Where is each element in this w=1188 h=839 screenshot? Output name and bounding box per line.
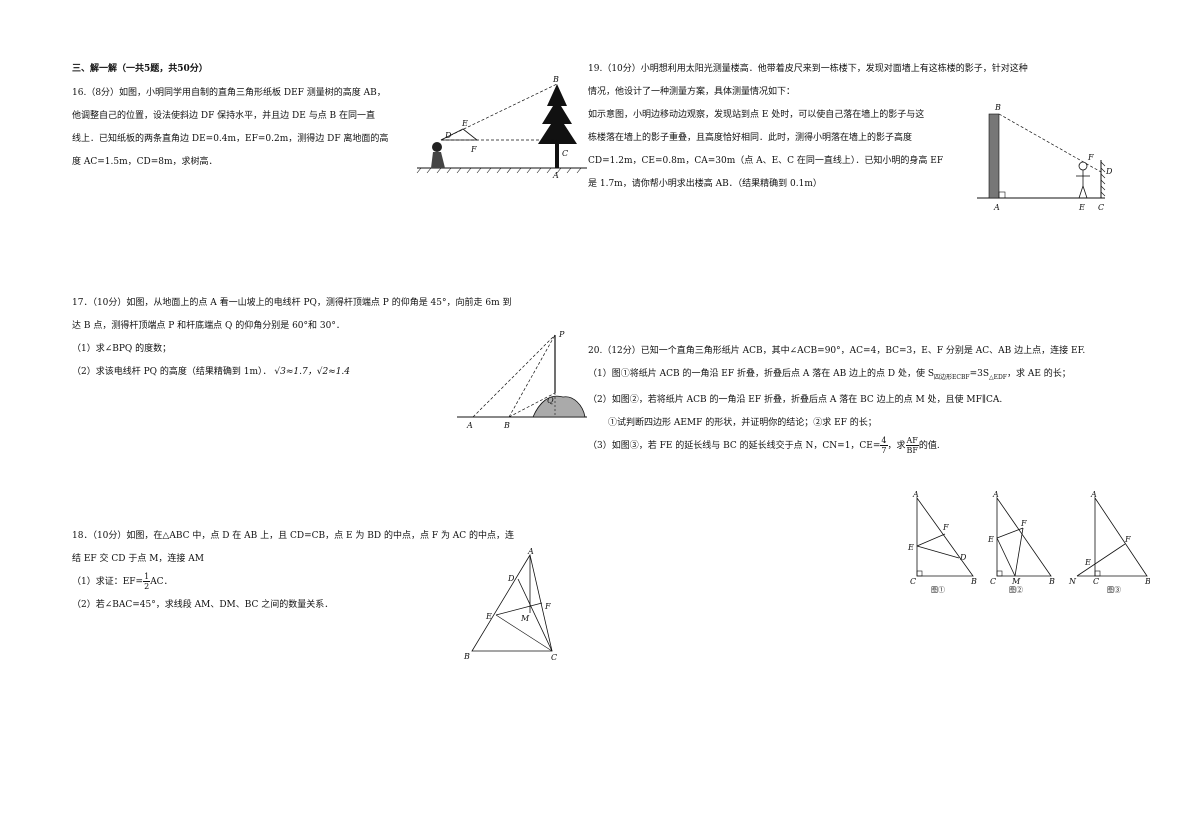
svg-text:P: P [558,330,565,339]
figure-18-triangle: A D E F M B C [463,547,557,662]
q20-line-3: （2）如图②，若将纸片 ACB 的一角沿 EF 折叠，折叠后点 A 落在 BC … [588,394,1003,405]
svg-text:E: E [1084,558,1091,567]
q19-line-2: 情况，他设计了一种测量方案，具体测量情况如下： [588,87,796,97]
svg-text:Q: Q [547,396,554,405]
svg-text:D: D [1105,167,1113,176]
svg-text:A: A [992,490,999,499]
q20-line-2: （1）图①将纸片 ACB 的一角沿 EF 折叠，折叠后点 A 落在 AB 边上的… [588,369,1071,381]
svg-text:B: B [463,652,470,661]
q16-line-4: 度 AC=1.5m，CD=8m，求树高． [72,157,218,167]
svg-text:F: F [1020,519,1027,528]
svg-text:A: A [552,171,559,180]
tree-icon [538,84,577,144]
q18-line-1: 18．（10分）如图，在△ABC 中，点 D 在 AB 上，且 CD=CB，点 … [72,531,515,541]
q18-line-2: 结 EF 交 CD 于点 M，连接 AM [72,554,205,564]
svg-text:F: F [1087,153,1094,162]
q17-line-4: （2）求该电线杆 PQ 的高度（结果精确到 1m）． √3≈1.7，√2≈1.4 [72,367,351,377]
figure-19-building: B F D A E C [977,103,1113,212]
svg-text:D: D [959,553,967,562]
svg-text:B: B [994,103,1001,112]
q18-line-4: （2）若∠BAC=45°，求线段 AM、DM、BC 之间的数量关系． [72,600,334,610]
svg-text:E: E [1078,203,1085,212]
q20-line-4: ①试判断四边形 AEMF 的形状，并证明你的结论；②求 EF 的长； [608,417,877,428]
figure-20-1: A F E D C B 图① [907,490,977,594]
q17-line-1: 17．（10分）如图，从地面上的点 A 看一山坡上的电线杆 PQ，测得杆顶端点 … [72,298,512,308]
building-shape [988,113,1000,199]
svg-text:B: B [552,75,559,84]
svg-text:C: C [990,577,996,586]
q19-line-4: 栋楼落在墙上的影子重叠，且高度恰好相同．此时，测得小明落在墙上的影子高度 [588,133,913,143]
svg-text:B: B [1048,577,1055,586]
svg-text:E: E [461,119,468,128]
svg-text:A: A [1090,490,1097,499]
figure-20-3: A F E N C B 图③ [1068,490,1150,594]
svg-text:E: E [907,543,914,552]
q19-line-6: 是 1.7m，请你帮小明求出楼高 AB．（结果精确到 0.1m） [588,179,822,189]
svg-text:图①: 图① [931,586,945,594]
svg-text:C: C [910,577,916,586]
svg-text:F: F [1124,535,1131,544]
svg-text:N: N [1068,577,1077,586]
svg-text:A: A [527,547,534,556]
svg-text:图②: 图② [1009,586,1023,594]
svg-text:C: C [1098,203,1104,212]
svg-text:C: C [551,653,557,662]
svg-text:M: M [520,614,530,623]
svg-text:M: M [1011,577,1021,586]
q19-line-5: CD=1.2m，CE=0.8m，CA=30m（点 A、E、C 在同一直线上）．已… [588,156,944,166]
question-16: 16.（8分）如图，小明同学用自制的直角三角形纸板 DEF 测量树的高度 AB，… [72,82,388,174]
q16-line-3: 线上．已知纸板的两条直角边 DE=0.4m，EF=0.2m，测得边 DF 离地面… [72,134,389,144]
section-title: 三、解一解（一共5题，共50分） [72,64,208,74]
question-17: 17．（10分）如图，从地面上的点 A 看一山坡上的电线杆 PQ，测得杆顶端点 … [72,292,512,384]
q17-approx-note: √3≈1.7，√2≈1.4 [274,367,351,377]
q19-line-3: 如示意图，小明边移动边观察，发现站到点 E 处时，可以使自己落在墙上的影子与这 [588,110,925,120]
svg-text:D: D [507,574,515,583]
svg-text:C: C [562,149,568,158]
q20-line-5: （3）如图③，若 FE 的延长线与 BC 的延长线交于点 N，CN=1，CE=4… [588,435,940,455]
svg-text:E: E [987,535,994,544]
svg-text:F: F [942,523,949,532]
figure-17-pole: P Q A B [457,330,587,430]
person-head-icon [1078,161,1088,171]
svg-text:E: E [485,612,492,621]
svg-text:A: A [912,490,919,499]
q19-line-1: 19.（10分）小明想利用太阳光测量楼高．他带着皮尺来到一栋楼下，发现对面墙上有… [588,64,1028,74]
question-19: 19.（10分）小明想利用太阳光测量楼高．他带着皮尺来到一栋楼下，发现对面墙上有… [588,58,1028,196]
svg-text:D: D [444,131,452,140]
svg-text:C: C [1093,577,1099,586]
question-20: 20.（12分）已知一个直角三角形纸片 ACB，其中∠ACB=90°，AC=4，… [588,340,1085,458]
svg-text:A: A [466,421,473,430]
svg-text:B: B [970,577,977,586]
q17-line-2: 达 B 点，测得杆顶端点 P 和杆底端点 Q 的仰角分别是 60°和 30°． [72,321,345,331]
figure-20-triangles: A F E D C B 图① A F E C M B 图② A F E N C … [907,490,1150,594]
q20-line-1: 20.（12分）已知一个直角三角形纸片 ACB，其中∠ACB=90°，AC=4，… [588,346,1086,356]
svg-text:A: A [993,203,1000,212]
svg-text:图③: 图③ [1107,586,1121,594]
q16-line-1: 16.（8分）如图，小明同学用自制的直角三角形纸板 DEF 测量树的高度 AB， [72,88,386,98]
svg-text:F: F [544,602,551,611]
q16-line-2: 他调整自己的位置，设法使斜边 DF 保持水平，并且边 DE 与点 B 在同一直 [72,111,376,121]
person-head-icon [432,142,442,152]
q17-line-3: （1）求∠BPQ 的度数； [72,344,172,354]
svg-text:F: F [470,145,477,154]
figure-20-2: A F E C M B 图② [987,490,1055,594]
figure-16-tree: B E D F C A [416,75,587,180]
hill-shape [532,395,586,418]
svg-text:B: B [1144,577,1150,586]
svg-text:B: B [503,421,510,430]
question-18: 18．（10分）如图，在△ABC 中，点 D 在 AB 上，且 CD=CB，点 … [72,525,514,617]
